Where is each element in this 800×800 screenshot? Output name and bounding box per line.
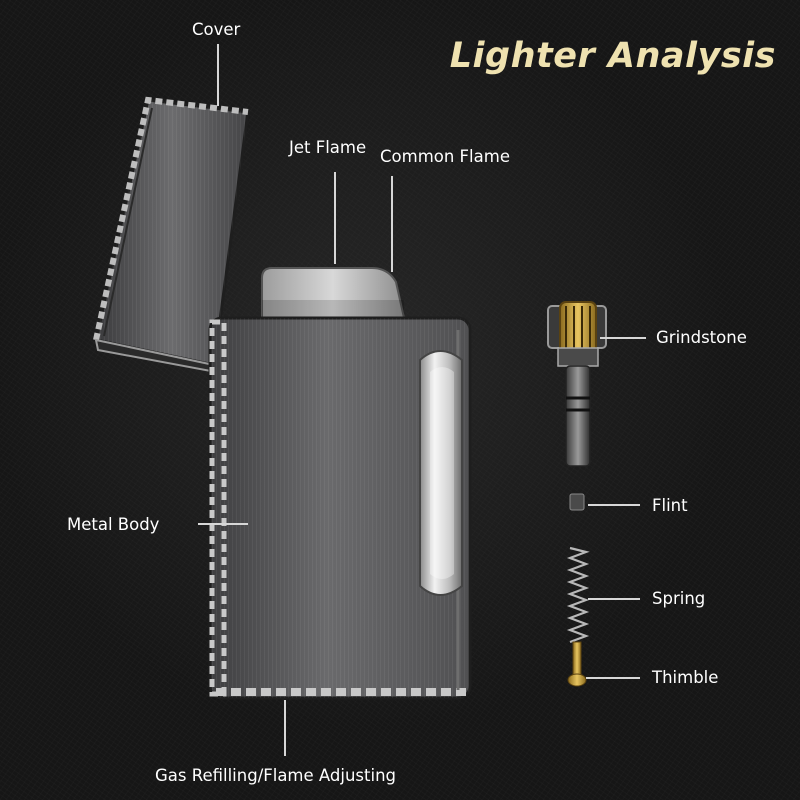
grindstone-part	[547, 301, 607, 467]
spring-leader-line	[588, 598, 640, 600]
metal-body-part	[208, 316, 472, 700]
common-flame-leader-line	[391, 176, 393, 272]
thimble-leader-line	[586, 677, 640, 679]
grindstone-leader-line	[600, 337, 646, 339]
page-title: Lighter Analysis	[449, 36, 776, 76]
gas-refilling-leader-line	[284, 700, 286, 756]
flint-leader-line	[588, 504, 640, 506]
spring-part	[566, 546, 590, 644]
cover-part	[93, 96, 250, 374]
flint-label: Flint	[652, 496, 688, 515]
metal-body-label: Metal Body	[67, 515, 160, 534]
jet-flame-leader-line	[334, 172, 336, 264]
thimble-label: Thimble	[652, 668, 719, 687]
cover-label: Cover	[192, 20, 241, 39]
thimble-part	[567, 641, 587, 687]
nozzle-part	[261, 267, 406, 319]
grindstone-label: Grindstone	[656, 328, 747, 347]
metal-body-leader-line	[198, 523, 248, 525]
flint-part	[569, 493, 585, 511]
gas-refilling-label: Gas Refilling/Flame Adjusting	[155, 766, 396, 785]
jet-flame-label: Jet Flame	[289, 138, 367, 157]
cover-leader-line	[217, 44, 219, 106]
common-flame-label: Common Flame	[380, 147, 510, 166]
spring-label: Spring	[652, 589, 706, 608]
